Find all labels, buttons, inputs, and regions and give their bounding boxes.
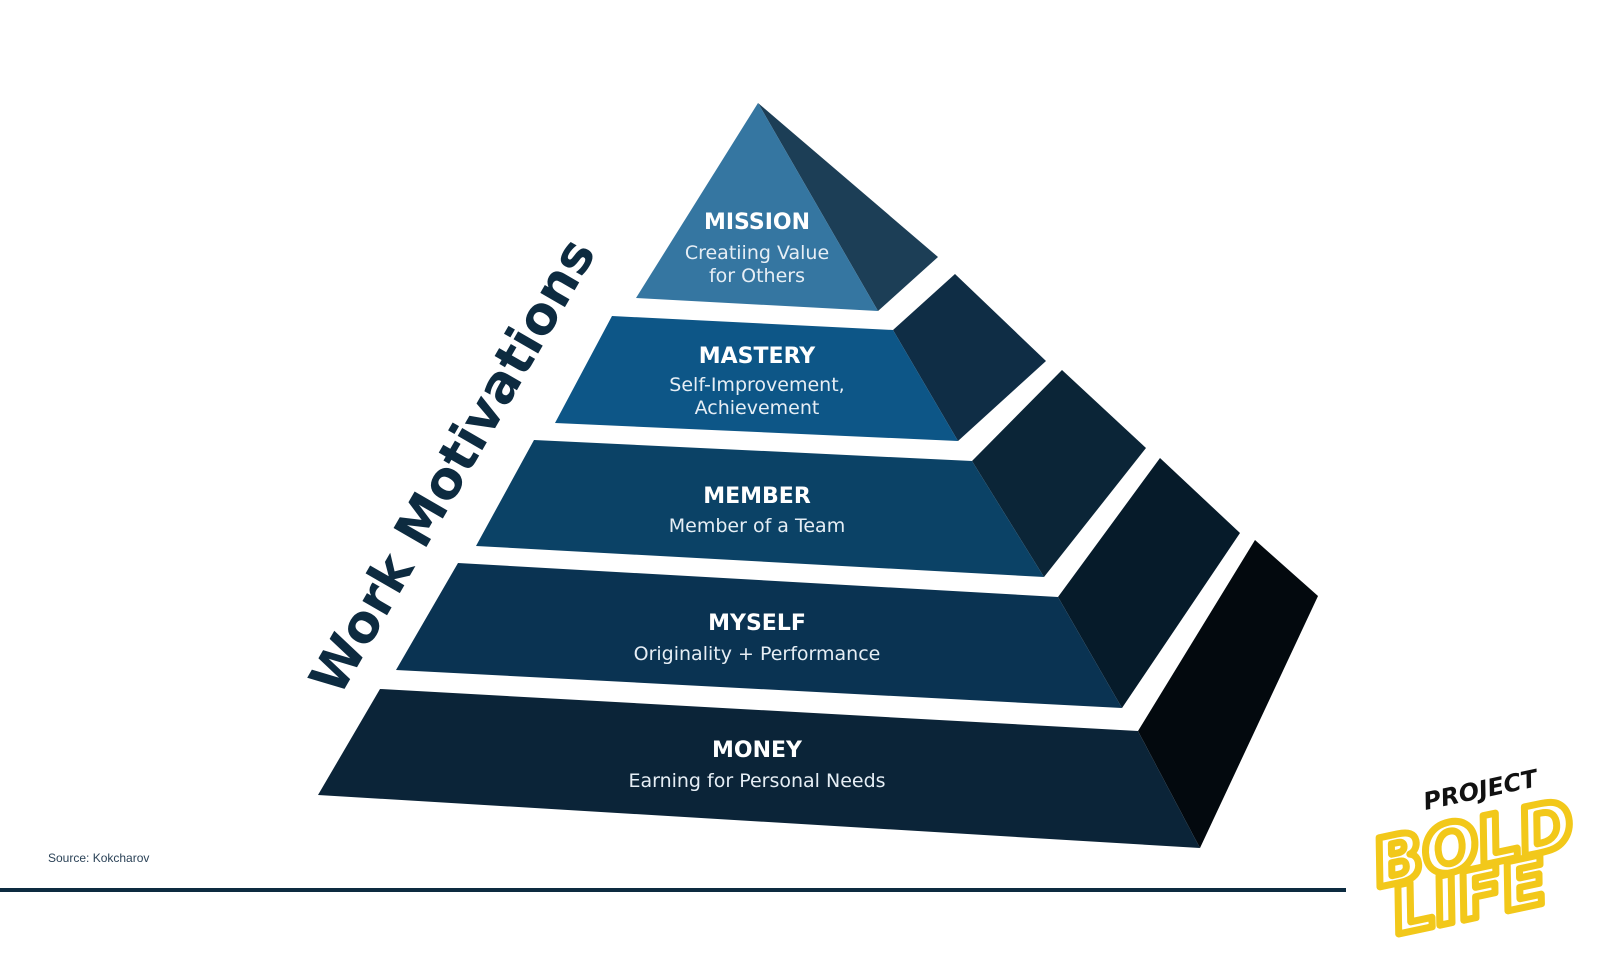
level-money: MONEY Earning for Personal Needs bbox=[318, 540, 1318, 848]
brand-logo: PROJECT BOLD LIFE bbox=[1362, 764, 1584, 953]
level-money-title: MONEY bbox=[712, 738, 803, 763]
level-member-front bbox=[476, 440, 1044, 577]
level-mission: MISSION Creatiing Value for Others bbox=[636, 103, 938, 311]
level-member-title: MEMBER bbox=[703, 484, 811, 509]
level-myself: MYSELF Originality + Performance bbox=[396, 458, 1240, 708]
level-mastery-side bbox=[893, 274, 1046, 441]
level-myself-side bbox=[1058, 458, 1240, 708]
level-mastery-line-1: Self-Improvement, bbox=[669, 374, 844, 396]
level-money-front bbox=[318, 689, 1200, 848]
level-mission-title: MISSION bbox=[704, 210, 810, 235]
level-mastery: MASTERY Self-Improvement, Achievement bbox=[555, 274, 1046, 441]
level-myself-front bbox=[396, 563, 1122, 708]
footer-rule bbox=[0, 888, 1346, 892]
level-myself-line-1: Originality + Performance bbox=[634, 643, 881, 665]
level-money-side bbox=[1138, 540, 1318, 848]
level-mission-side bbox=[758, 103, 938, 311]
level-member: MEMBER Member of a Team bbox=[476, 370, 1146, 577]
level-mastery-front bbox=[555, 316, 958, 441]
level-mastery-title: MASTERY bbox=[699, 344, 817, 369]
level-member-line-1: Member of a Team bbox=[669, 515, 845, 537]
level-myself-title: MYSELF bbox=[708, 611, 806, 636]
level-money-line-1: Earning for Personal Needs bbox=[628, 770, 885, 792]
level-mission-front bbox=[636, 103, 878, 311]
level-mastery-line-2: Achievement bbox=[695, 397, 820, 419]
level-member-side bbox=[972, 370, 1146, 577]
level-mission-line-1: Creatiing Value bbox=[685, 242, 829, 264]
level-mission-line-2: for Others bbox=[709, 265, 805, 287]
source-note: Source: Kokcharov bbox=[48, 851, 149, 865]
